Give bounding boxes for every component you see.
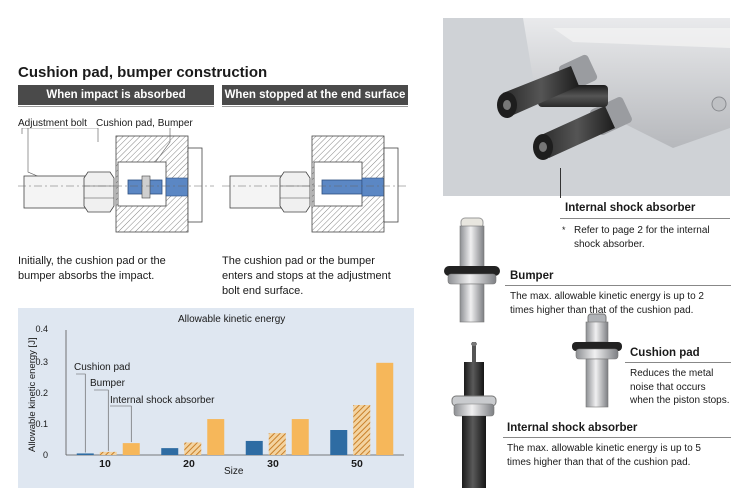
xtick-20: 20 bbox=[183, 458, 195, 470]
chart-title: Allowable kinetic energy bbox=[178, 314, 286, 325]
bumper-desc: The max. allowable kinetic energy is up … bbox=[510, 290, 735, 317]
shock-absorber-product-image bbox=[451, 342, 497, 488]
series-label-cushion-pad: Cushion pad bbox=[74, 362, 131, 373]
photo-note-mark: * bbox=[562, 225, 566, 235]
caption-stopped-line: The cushion pad or the bumper bbox=[222, 255, 375, 267]
bar-50-series-1 bbox=[353, 405, 371, 455]
series-label-bumper: Bumper bbox=[90, 378, 126, 389]
panel-stopped-header: When stopped at the end surface bbox=[222, 85, 408, 105]
bar-10-series-0 bbox=[76, 453, 94, 455]
caption-impact: Initially, the cushion pad or the bumper… bbox=[18, 254, 218, 284]
panel-impact-header: When impact is absorbed bbox=[18, 85, 214, 105]
callout-adjustment-bolt: Adjustment bolt bbox=[18, 118, 87, 129]
bar-20-series-2 bbox=[207, 419, 225, 455]
bar-20-series-1 bbox=[184, 442, 202, 455]
photo-note: Refer to page 2 for the internal shock a… bbox=[574, 224, 734, 251]
ytick-3: 0.3 bbox=[35, 357, 48, 367]
caption-stopped: The cushion pad or the bumper enters and… bbox=[222, 254, 422, 299]
photo-note-line: Refer to page 2 for the internal bbox=[574, 225, 710, 236]
bar-10-series-1 bbox=[99, 451, 117, 455]
diagram-stopped-end-surface bbox=[222, 135, 408, 233]
chart-xlabel: Size bbox=[224, 466, 244, 477]
xtick-10: 10 bbox=[99, 458, 111, 470]
series-label-internal-shock-absorber: Internal shock absorber bbox=[110, 395, 215, 406]
bumper-title: Bumper bbox=[510, 270, 554, 282]
ytick-1: 0.1 bbox=[35, 419, 48, 429]
leader-series-1 bbox=[94, 389, 109, 451]
shock-absorber-desc: The max. allowable kinetic energy is up … bbox=[507, 442, 737, 469]
caption-stopped-line: enters and stops at the adjustment bbox=[222, 270, 391, 282]
cushion-pad-desc-line: when the piston stops. bbox=[630, 395, 730, 406]
photo-leader-line bbox=[560, 168, 561, 198]
callout-cushion-pad-bumper: Cushion pad, Bumper bbox=[96, 118, 193, 129]
bumper-desc-line: The max. allowable kinetic energy is up … bbox=[510, 291, 704, 302]
photo-label: Internal shock absorber bbox=[565, 202, 696, 214]
shock-absorber-title: Internal shock absorber bbox=[507, 422, 638, 434]
shock-absorber-rule bbox=[503, 437, 731, 438]
bar-10-series-2 bbox=[122, 443, 140, 455]
bar-30-series-2 bbox=[291, 419, 309, 455]
bar-chart bbox=[65, 330, 404, 456]
shock-absorber-desc-line: The max. allowable kinetic energy is up … bbox=[507, 443, 701, 454]
caption-impact-line: bumper absorbs the impact. bbox=[18, 270, 155, 282]
photo-note-line: shock absorber. bbox=[574, 238, 645, 250]
leader-series-2 bbox=[110, 405, 132, 443]
bumper-product-image bbox=[444, 217, 500, 323]
photo-label-rule bbox=[560, 218, 730, 219]
caption-stopped-line: bolt end surface. bbox=[222, 285, 304, 297]
cushion-pad-desc: Reduces the metal noise that occurs when… bbox=[630, 367, 740, 408]
ytick-0: 0 bbox=[42, 450, 48, 460]
leader-series-0 bbox=[76, 373, 86, 453]
ytick-2: 0.2 bbox=[35, 388, 48, 398]
bar-30-series-1 bbox=[268, 433, 286, 455]
chart-panel bbox=[18, 308, 414, 488]
cushion-pad-desc-line: Reduces the metal bbox=[630, 368, 714, 379]
diagram-impact-absorbed bbox=[18, 128, 214, 233]
cushion-pad-product-image bbox=[572, 313, 622, 408]
caption-impact-line: Initially, the cushion pad or the bbox=[18, 255, 166, 267]
cushion-pad-title: Cushion pad bbox=[630, 347, 700, 359]
cushion-pad-rule bbox=[625, 362, 731, 363]
bar-20-series-0 bbox=[161, 448, 179, 455]
actuator-illustration bbox=[443, 18, 730, 196]
bumper-desc-line: times higher than that of the cushion pa… bbox=[510, 304, 694, 316]
bar-30-series-0 bbox=[245, 440, 263, 455]
bar-50-series-2 bbox=[376, 362, 394, 455]
section-heading: Cushion pad, bumper construction bbox=[18, 64, 268, 81]
xtick-30: 30 bbox=[267, 458, 279, 470]
shock-absorber-desc-line: times higher than that of the cushion pa… bbox=[507, 456, 691, 468]
panel-stopped-rule bbox=[222, 106, 408, 107]
cushion-pad-desc-line: noise that occurs bbox=[630, 381, 706, 393]
panel-impact-rule bbox=[18, 106, 214, 107]
xtick-50: 50 bbox=[351, 458, 363, 470]
ytick-4: 0.4 bbox=[35, 324, 48, 334]
product-photo bbox=[443, 18, 730, 196]
bar-50-series-0 bbox=[330, 430, 348, 455]
bumper-rule bbox=[505, 285, 731, 286]
